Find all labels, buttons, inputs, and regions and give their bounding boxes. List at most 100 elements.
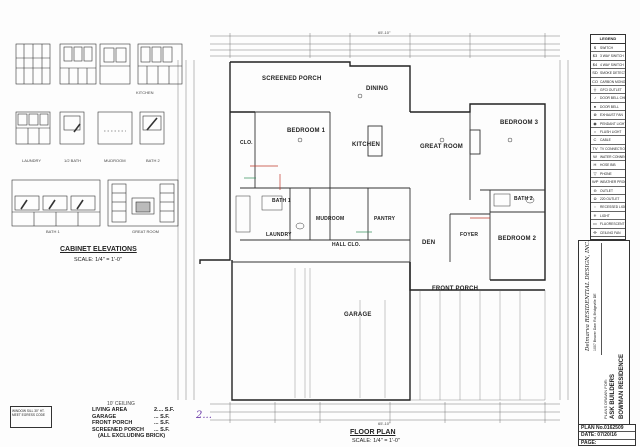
residence-name: BOWMAN RESIDENCE <box>619 353 625 419</box>
room-mudroom: MUDROOM <box>316 216 345 222</box>
legend-item: ✣CEILING FAN <box>591 229 625 237</box>
overall-dim-bottom: 65'-10" <box>378 421 391 426</box>
room-great-room: GREAT ROOM <box>420 144 463 150</box>
plan-date: DATE: 07/20/16 <box>579 432 635 440</box>
legend-item-label: WEATHER PROOF PLUG <box>600 180 625 185</box>
legend-item: ⊖OUTLET <box>591 187 625 196</box>
legend-title: LEGEND <box>591 35 625 44</box>
legend-symbol-icon: WP <box>592 179 599 185</box>
elev-great-room-label: GREAT ROOM <box>132 229 159 234</box>
room-garage: GARAGE <box>344 312 372 318</box>
area-row-front-porch: FRONT PORCH ... S.F. <box>92 420 170 426</box>
legend-item-label: GFCI OUTLET <box>600 87 622 92</box>
window-note-box: WINDOW SILL 30" HT. MEET EGRESS CODE <box>10 406 52 428</box>
legend-symbol-icon: ○ <box>593 128 597 134</box>
floor-plan-title: FLOOR PLAN <box>350 429 396 436</box>
legend-item-label: CEILING FAN <box>600 230 621 235</box>
legend-item-label: RECESSED LIGHT <box>600 205 625 210</box>
room-dining: DINING <box>366 86 389 92</box>
legend-item-label: CARBON MONOXIDE DET. <box>600 79 625 84</box>
legend-symbol-icon: SD <box>592 70 598 76</box>
legend-item: ⊜220 OUTLET <box>591 195 625 204</box>
legend-item-label: PENDANT LIGHT <box>600 121 625 126</box>
legend-item: $SWITCH <box>591 44 625 53</box>
legend-item-label: FLUSH LIGHT <box>600 129 622 134</box>
legend-symbol-icon: ⊗ <box>593 112 597 118</box>
area-row-screened-porch: SCREENED PORCH ... S.F. <box>92 426 170 433</box>
plan-info-box: PLAN No.0162509 DATE: 07/20/16 PAGE: <box>578 424 636 446</box>
plan-page: PAGE: <box>581 439 597 446</box>
legend-item: ▽PHONE <box>591 170 625 179</box>
elev-laundry-label: LAUNDRY <box>22 158 42 163</box>
elev-mudroom-label: MUDROOM <box>104 158 126 163</box>
legend-item-label: 4 WAY SWITCH <box>600 62 624 67</box>
legend-symbol-icon: $3 <box>592 53 598 59</box>
legend-symbol-icon: ◉ <box>593 120 597 126</box>
legend-item: ●DOOR BELL <box>591 103 625 112</box>
title-block: Delmarva RESIDENTIAL DESIGN, INC. 1007 B… <box>578 240 630 425</box>
legend-symbol-icon: ◌ <box>593 204 597 210</box>
elev-bath1-label: BATH 1 <box>46 229 60 234</box>
legend-symbol-icon: ▭ <box>593 221 597 227</box>
firm-stamp: Delmarva RESIDENTIAL DESIGN, INC. 1007 B… <box>581 240 602 355</box>
room-bath1: BATH 1 <box>272 198 291 204</box>
room-bath2: BATH 2 <box>514 196 533 202</box>
legend-item-label: CABLE <box>600 138 611 143</box>
room-front-porch: FRONT PORCH <box>432 286 479 292</box>
legend-symbol-icon: ♪ <box>594 95 596 101</box>
area-table: LIVING AREA 2.... S.F. GARAGE ... S.F. F… <box>92 407 192 440</box>
legend-symbol-icon: W <box>593 154 597 160</box>
legend-symbol-icon: ● <box>593 103 597 109</box>
room-pantry: PANTRY <box>374 216 396 222</box>
drawn-for-label: PLANS DRAWN FOR: <box>603 379 608 419</box>
legend-item: ⊗EXHAUST FAN <box>591 111 625 120</box>
room-laundry: LAUNDRY <box>266 232 292 238</box>
elev-kitchen-label: KITCHEN <box>136 90 154 95</box>
elev-half-bath-label: 1/2 BATH <box>64 158 82 163</box>
legend-item-label: 3 WAY SWITCH <box>600 54 624 59</box>
legend-item: ✳LIGHT <box>591 212 625 221</box>
legend-symbol-icon: TV <box>592 145 598 151</box>
legend-symbol-icon: ✣ <box>593 229 597 235</box>
cabinet-elevations-drawing <box>11 43 183 227</box>
legend-symbol-icon: ▽ <box>593 170 597 176</box>
handwritten-note: 2... <box>196 410 212 421</box>
elev-bath2-label: BATH 2 <box>146 158 160 163</box>
legend-symbol-icon: $ <box>593 45 597 50</box>
legend-item: ◌RECESSED LIGHT <box>591 203 625 212</box>
ceiling-note: 10' CEILING <box>107 401 135 407</box>
room-kitchen: KITCHEN <box>352 142 381 148</box>
legend-symbol-icon: $4 <box>592 61 598 67</box>
window-note: WINDOW SILL 30" HT. MEET EGRESS CODE <box>12 409 46 417</box>
room-den: DEN <box>422 240 436 246</box>
firm-name: Delmarva RESIDENTIAL DESIGN, INC. <box>585 240 591 351</box>
room-foyer: FOYER <box>460 232 479 238</box>
legend-symbol-icon: ⏚ <box>593 86 597 92</box>
legend-item: ⏚GFCI OUTLET <box>591 86 625 95</box>
legend-item-label: DOOR BELL <box>600 104 619 109</box>
builder-name: ASK BUILDERS <box>610 373 616 419</box>
area-note: (ALL EXCLUDING BRICK) <box>98 433 166 439</box>
legend-symbol-icon: CO <box>592 78 598 84</box>
floor-plan-scale: SCALE: 1/4" = 1'-0" <box>352 438 400 444</box>
area-row-garage: GARAGE ... S.F. <box>92 413 170 420</box>
legend-symbol-icon: H <box>593 162 597 168</box>
legend-item-label: OUTLET <box>600 188 614 193</box>
legend-item-label: SMOKE DETECTOR <box>600 71 625 76</box>
legend-symbol-icon: ⊖ <box>593 187 597 193</box>
area-row-living: LIVING AREA 2.... S.F. <box>92 407 175 413</box>
legend-item-label: LIGHT <box>600 213 610 218</box>
legend-item-label: 220 OUTLET <box>600 197 620 202</box>
